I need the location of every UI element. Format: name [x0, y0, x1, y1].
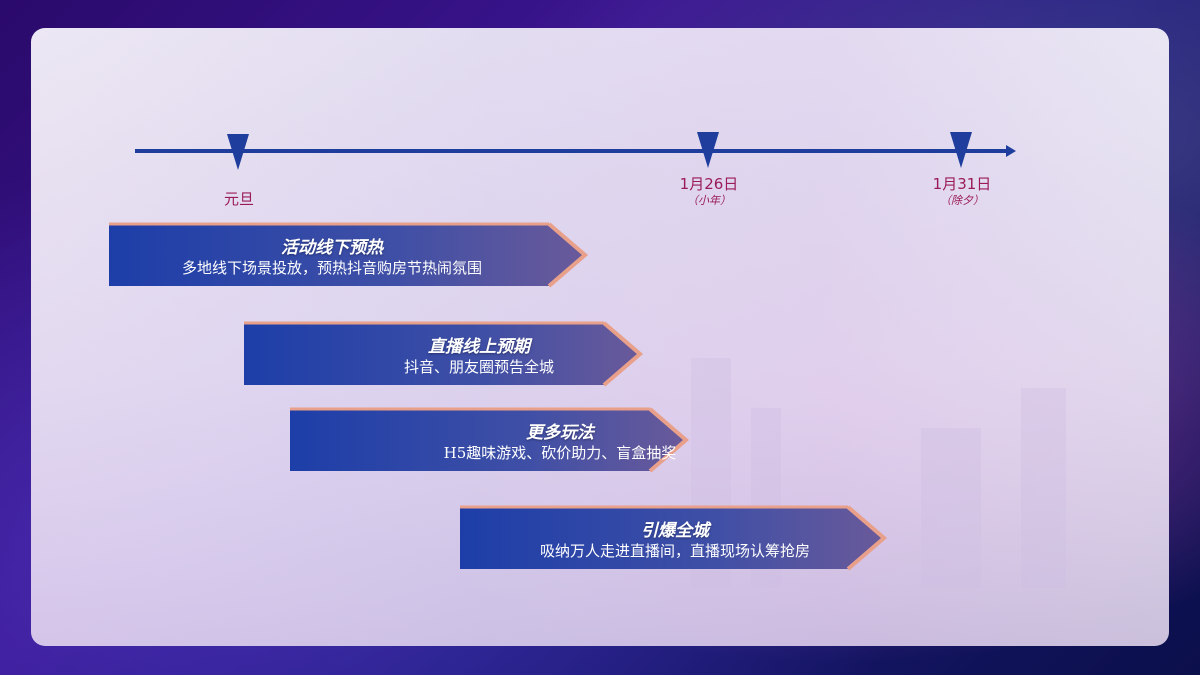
building-silhouette: [1021, 388, 1066, 588]
phase-title: 引爆全城: [641, 521, 709, 541]
phase-description: 抖音、朋友圈预告全城: [403, 358, 554, 376]
timeline-arrow-head: [1006, 145, 1016, 157]
phase-description: 吸纳万人走进直播间，直播现场认筹抢房: [539, 542, 810, 560]
phase-description: 多地线下场景投放，预热抖音购房节热闹氛围: [181, 259, 482, 277]
timeline-axis: [135, 149, 1007, 153]
banner-shape: [290, 407, 690, 473]
phase-banner-3: 更多玩法 H5趣味游戏、砍价助力、盲盒抽奖: [290, 407, 690, 473]
timeline-marker: [227, 134, 249, 170]
timeline-label-new-year: 元旦: [223, 190, 254, 208]
phase-description: H5趣味游戏、砍价助力、盲盒抽奖: [443, 444, 677, 462]
timeline-label-jan26: 1月26日: [679, 175, 739, 193]
phase-banner-4: 引爆全城 吸纳万人走进直播间，直播现场认筹抢房: [460, 505, 888, 571]
banner-shape: [109, 222, 589, 288]
timeline-sublabel-jan31: （除夕）: [940, 194, 984, 207]
banner-shape: [244, 321, 644, 387]
building-silhouette: [921, 428, 981, 588]
phase-banner-1: 活动线下预热 多地线下场景投放，预热抖音购房节热闹氛围: [109, 222, 589, 288]
timeline-label-jan31: 1月31日: [932, 175, 992, 193]
timeline-marker: [950, 132, 972, 168]
banner-shape: [460, 505, 888, 571]
timeline-sublabel-jan26: （小年）: [687, 194, 731, 207]
phase-title: 直播线上预期: [428, 337, 530, 357]
timeline-marker: [697, 132, 719, 168]
phase-title: 更多玩法: [526, 423, 594, 443]
phase-title: 活动线下预热: [281, 238, 383, 258]
phase-banner-2: 直播线上预期 抖音、朋友圈预告全城: [244, 321, 644, 387]
